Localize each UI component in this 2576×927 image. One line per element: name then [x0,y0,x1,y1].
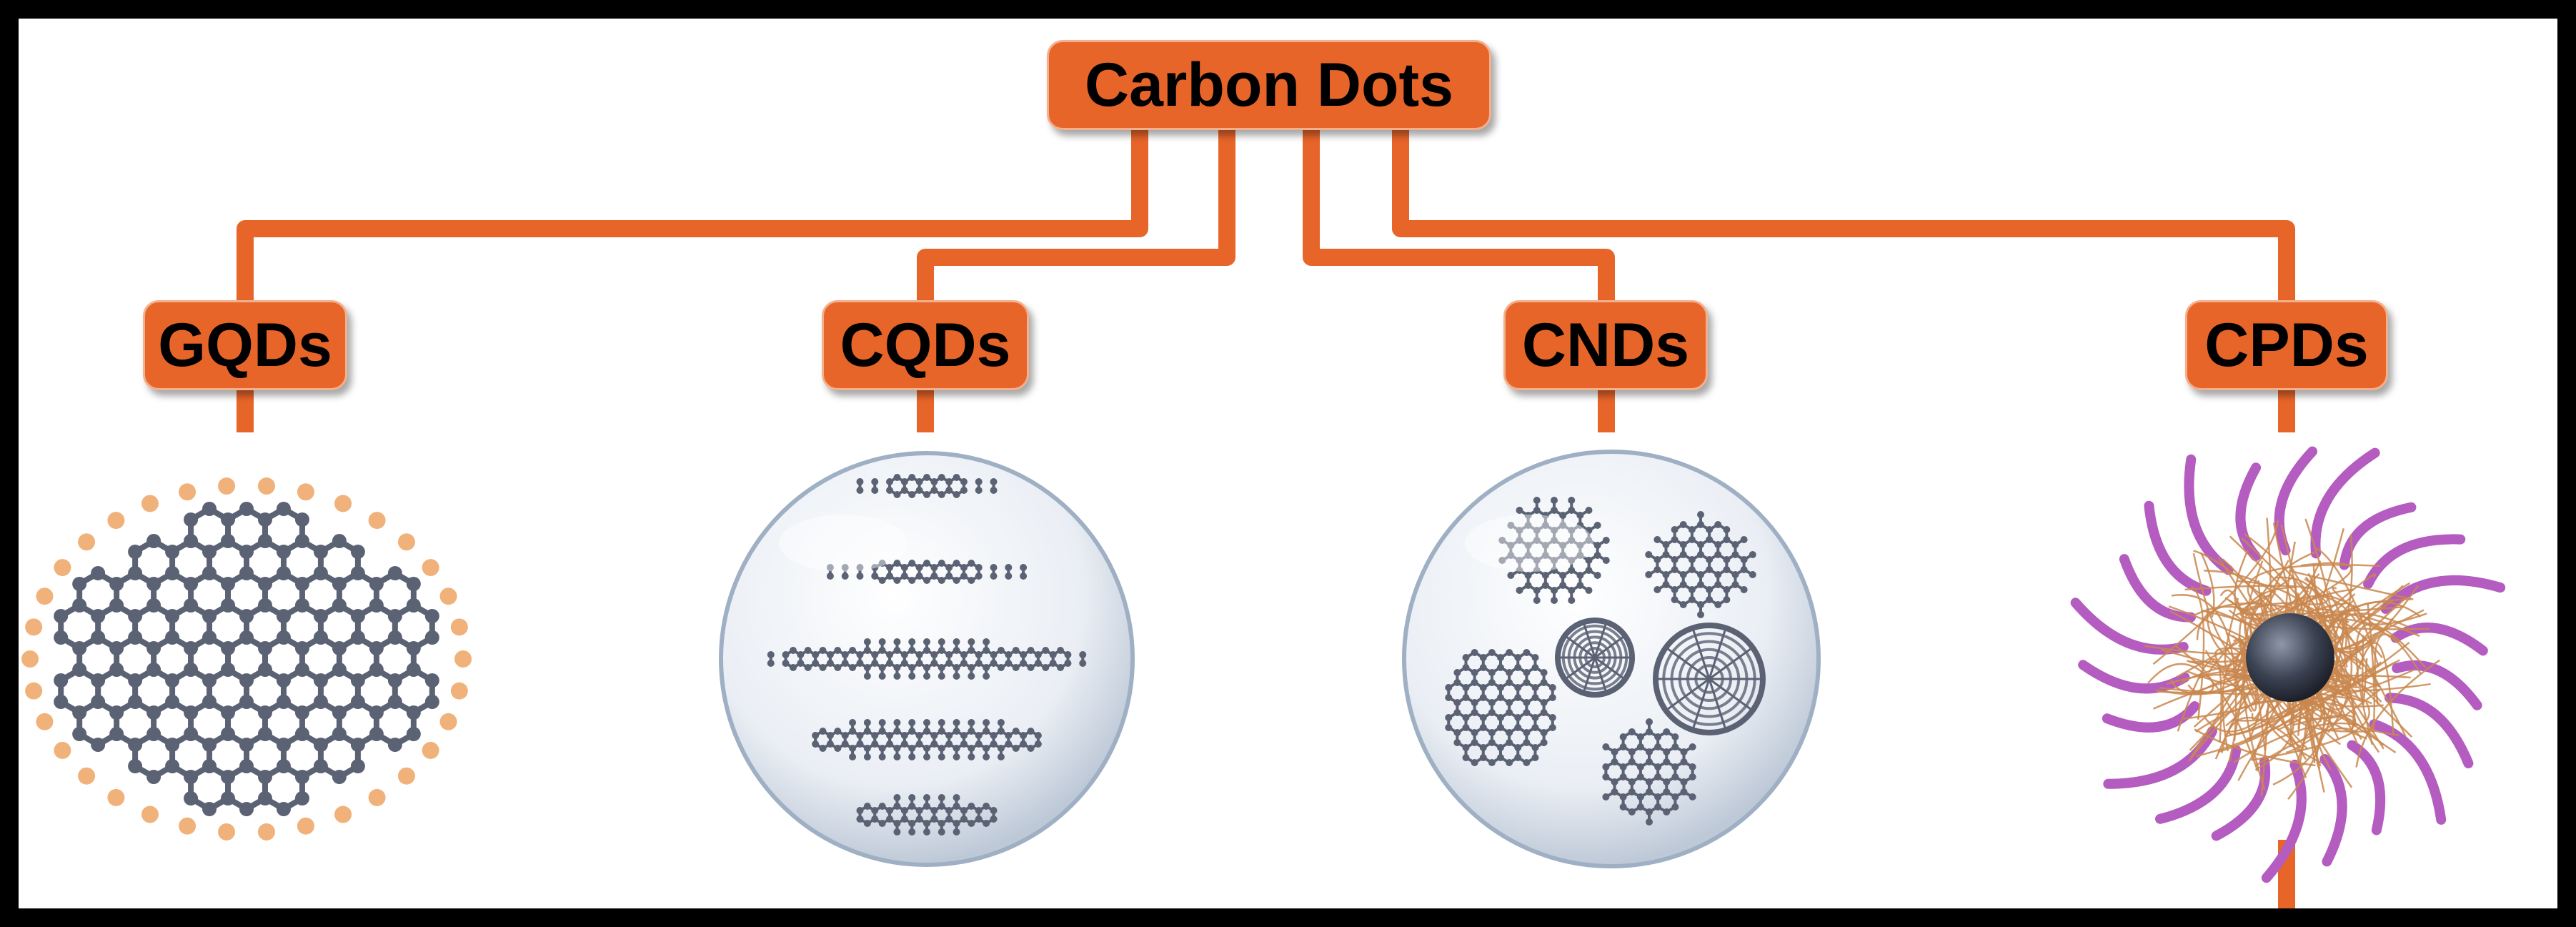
gqds-graphene-illustration [21,477,472,841]
gqds-node: GQDs [143,300,347,390]
connector-cpds [1392,130,2295,300]
cpds-node: CPDs [2185,300,2388,390]
cqds-label: CQDs [840,310,1011,380]
cpds-label: CPDs [2204,310,2369,380]
cnds-sphere-illustration [1402,450,1821,868]
cqds-sphere-illustration [719,451,1135,867]
cqds-sphere-highlight [779,515,907,572]
cnds-label: CNDs [1521,310,1690,380]
carbon-dots-node: Carbon Dots [1047,40,1491,130]
gqds-label: GQDs [158,310,332,380]
cnds-node: CNDs [1503,300,1708,390]
cqds-graphene-layers [767,474,1087,836]
cqds-node: CQDs [822,300,1029,390]
connector-gqds [237,130,1148,300]
connector-cqds [917,130,1235,300]
cnds-sphere-highlight [1465,515,1593,572]
cqds-sphere [719,451,1135,867]
connector-cnds [1303,130,1615,300]
carbon-dots-label: Carbon Dots [1085,50,1453,119]
cnds-fragments [1445,497,1766,826]
cpds-polymer-illustration [2070,446,2506,883]
connectors [237,130,2295,908]
cpds-carbon-core [2246,613,2334,702]
